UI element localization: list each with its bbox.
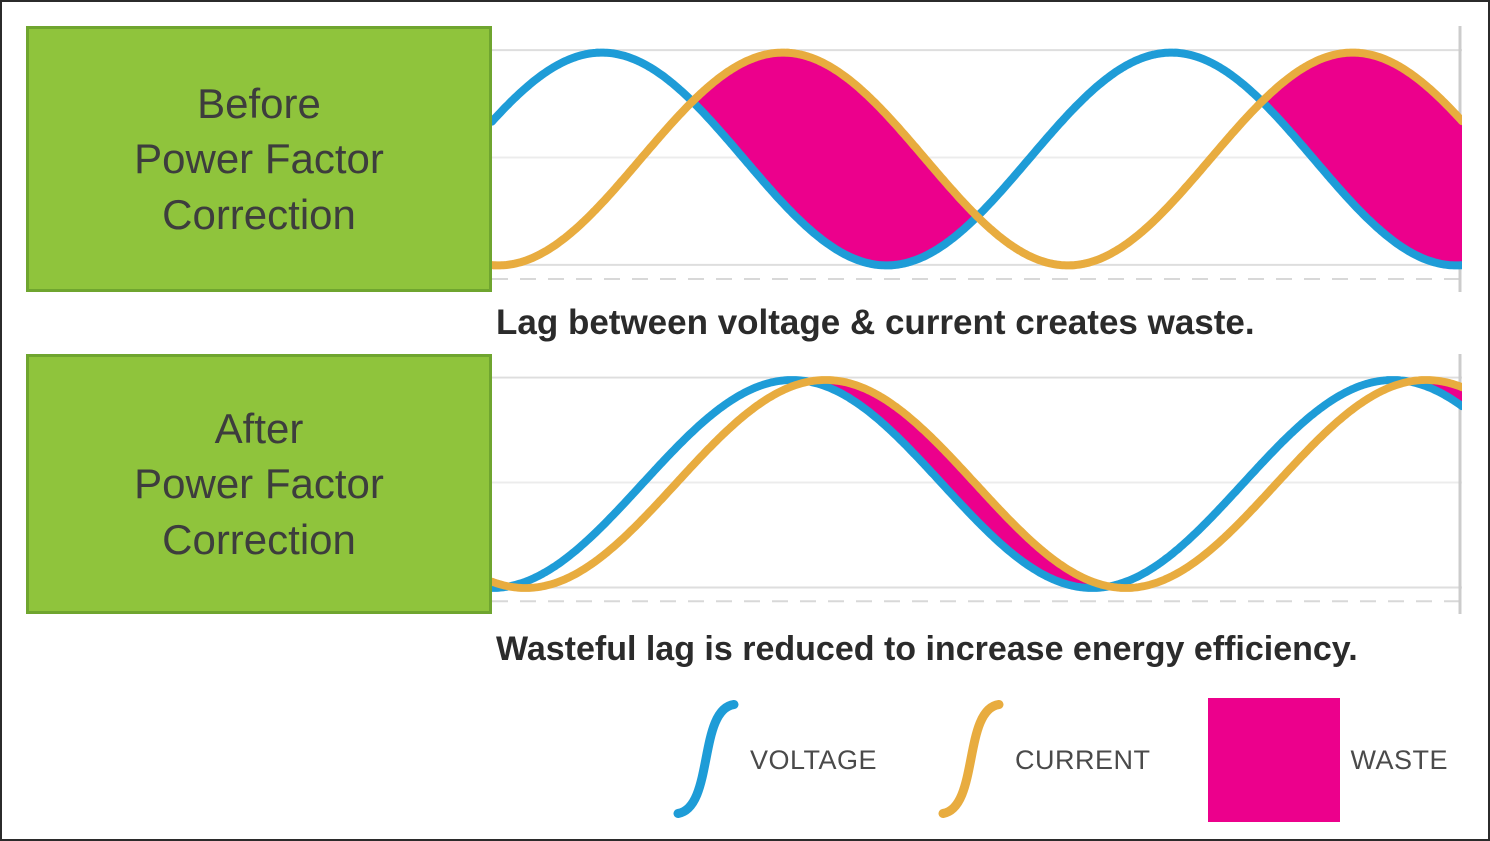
before-chart	[492, 26, 1462, 292]
after-panel: After Power Factor Correction	[26, 354, 1462, 614]
legend-item-current: CURRENT	[935, 697, 1151, 823]
waste-fill	[692, 52, 1462, 266]
legend-item-waste: WASTE	[1208, 698, 1448, 822]
current-curve-icon	[938, 700, 1004, 818]
legend: VOLTAGE CURRENT WASTE	[2, 690, 1488, 830]
after-chart	[492, 354, 1462, 614]
before-wave-svg	[492, 26, 1462, 292]
legend-label-voltage: VOLTAGE	[749, 744, 877, 775]
current-wave	[492, 376, 1462, 592]
voltage-curve-icon	[673, 700, 739, 818]
before-panel: Before Power Factor Correction	[26, 26, 1462, 292]
voltage-wave	[492, 376, 1462, 592]
waste-swatch-icon	[1208, 698, 1341, 822]
legend-item-voltage: VOLTAGE	[670, 697, 877, 823]
before-label-box: Before Power Factor Correction	[26, 26, 492, 292]
after-label-box: After Power Factor Correction	[26, 354, 492, 614]
before-caption: Lag between voltage & current creates wa…	[496, 303, 1255, 342]
before-label: Before Power Factor Correction	[134, 79, 384, 238]
legend-label-current: CURRENT	[1014, 744, 1151, 775]
current-wave	[492, 48, 1462, 270]
after-caption: Wasteful lag is reduced to increase ener…	[496, 630, 1358, 668]
after-label: After Power Factor Correction	[134, 404, 384, 563]
legend-label-waste: WASTE	[1350, 744, 1448, 775]
after-wave-svg	[492, 354, 1462, 614]
